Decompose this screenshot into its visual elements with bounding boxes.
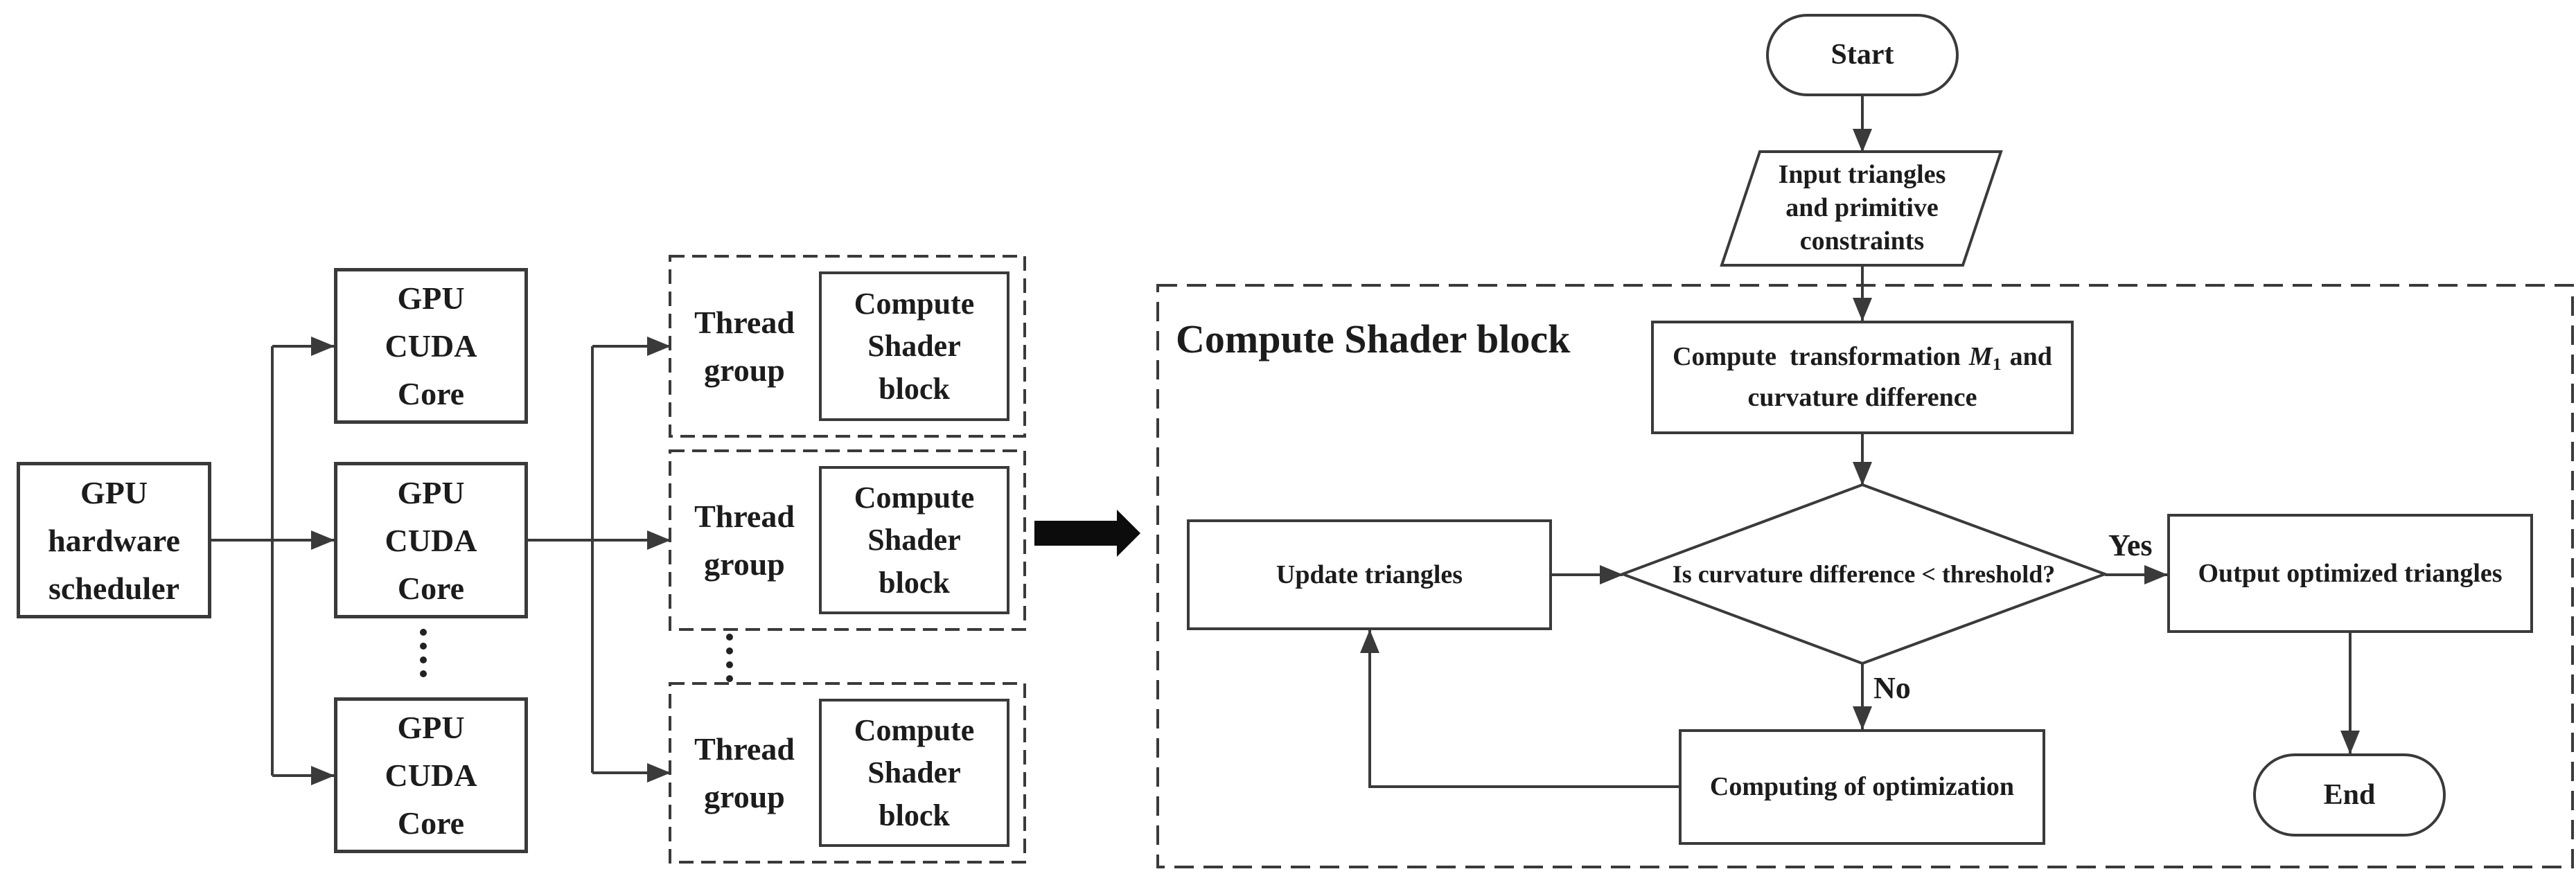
node-text-line: Thread — [694, 305, 795, 340]
node-text-line: GPU — [397, 474, 465, 510]
compute-shader-block-container — [1156, 284, 2574, 868]
transform-text-post: and — [2009, 342, 2052, 371]
node-text-line: Is curvature difference < threshold? — [1672, 560, 2056, 588]
gpu-cuda-core-node-2: GPU CUDA Core — [334, 462, 528, 618]
vertical-ellipsis-icon — [420, 629, 427, 683]
transform-text-pre: Compute transformation — [1673, 342, 1961, 371]
node-text-line: Input triangles — [1778, 160, 1946, 190]
edge-computing-to-update — [1360, 629, 1679, 788]
thread-group-label-1: Thread group — [673, 256, 815, 436]
node-text-line: hardware — [48, 522, 180, 558]
thread-group-label-3: Thread group — [673, 683, 815, 862]
node-text-line: scheduler — [48, 570, 180, 606]
node-text-line: Compute — [854, 286, 975, 321]
node-text-line: CUDA — [385, 328, 477, 364]
decision-yes-label: Yes — [2108, 528, 2153, 562]
thread-group-label-2: Thread group — [673, 451, 815, 629]
node-text-line: Core — [397, 570, 465, 606]
node-text-line: Thread — [694, 499, 795, 534]
node-text-line: block — [879, 565, 950, 600]
curvature-decision-node: Is curvature difference < threshold? — [1623, 485, 2105, 663]
computing-of-optimization-node: Computing of optimization — [1679, 729, 2045, 845]
vertical-ellipsis-icon — [726, 634, 733, 688]
node-text-line: Computing of optimization — [1709, 772, 2015, 801]
gpu-hardware-scheduler-node: GPU hardware scheduler — [17, 462, 211, 618]
decision-no-label: No — [1873, 671, 1911, 705]
node-text-line: Compute — [854, 713, 975, 747]
node-text-line: block — [879, 371, 950, 406]
transform-variable-subscript: 1 — [1992, 354, 2002, 375]
node-text-line: group — [704, 352, 785, 388]
node-text-line: Core — [397, 805, 465, 841]
compute-shader-block-node-2: Compute Shader block — [819, 466, 1009, 614]
node-text-line: Thread — [694, 731, 795, 767]
node-text-line: Core — [397, 376, 465, 411]
input-triangles-node: Input triangles and primitive constraint… — [1722, 152, 2002, 265]
node-text-line: Shader — [867, 523, 961, 557]
start-terminator-node: Start — [1766, 14, 1959, 96]
node-text-line: constraints — [1799, 226, 1925, 256]
node-text-line: block — [879, 798, 950, 832]
gpu-cuda-core-node-3: GPU CUDA Core — [334, 697, 528, 853]
node-text-line: Output optimized triangles — [2198, 558, 2503, 588]
node-text-line: CUDA — [385, 522, 477, 558]
node-text-line: CUDA — [385, 758, 477, 793]
flowchart-container-title: Compute Shader block — [1176, 316, 1571, 361]
node-text-line: Update triangles — [1276, 560, 1463, 589]
node-text-line: group — [704, 546, 785, 582]
node-text-line: Start — [1830, 39, 1894, 71]
node-text-line: GPU — [80, 474, 148, 510]
thick-right-arrow-icon — [1034, 510, 1140, 557]
node-text-line: group — [704, 779, 785, 814]
output-optimized-triangles-node: Output optimized triangles — [2167, 514, 2533, 633]
node-text-line: Compute — [854, 480, 975, 515]
node-text-line: End — [2323, 778, 2376, 811]
node-text-line: Shader — [867, 756, 961, 790]
node-text-line: GPU — [397, 710, 465, 745]
gpu-cuda-core-node-1: GPU CUDA Core — [334, 268, 528, 424]
transform-variable-m: M — [1968, 342, 1993, 371]
node-text-line: GPU — [397, 280, 465, 316]
node-text-line: and primitive — [1785, 193, 1939, 223]
update-triangles-node: Update triangles — [1187, 519, 1552, 630]
input-parallelogram-shape — [1720, 150, 2003, 267]
end-terminator-node: End — [2253, 753, 2446, 837]
node-text-line: curvature difference — [1747, 383, 1977, 412]
compute-shader-block-node-1: Compute Shader block — [819, 271, 1009, 421]
compute-shader-block-node-3: Compute Shader block — [819, 699, 1009, 847]
node-text-line: Shader — [867, 329, 961, 364]
